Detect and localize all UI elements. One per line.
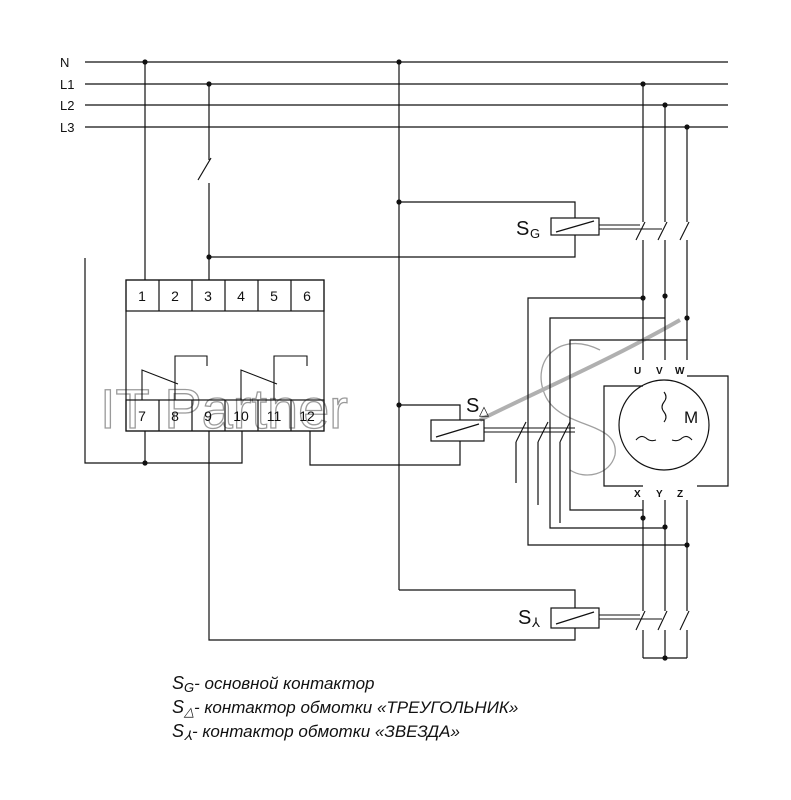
winding-3 xyxy=(671,435,693,442)
label-l1: L1 xyxy=(60,77,74,92)
relay-contact-2-nc xyxy=(273,355,308,400)
legend-subscript: ⅄ xyxy=(184,728,192,743)
terminal-v: V xyxy=(656,366,663,377)
label-n: N xyxy=(60,55,69,70)
terminal-5: 5 xyxy=(270,288,278,304)
terminal-10: 10 xyxy=(233,408,249,424)
label-delta: S xyxy=(466,395,479,417)
terminal-8: 8 xyxy=(171,408,179,424)
label-sg-sub: G xyxy=(530,226,540,241)
terminal-w: W xyxy=(675,366,685,377)
legend-text: - контактор обмотки «ЗВЕЗДА» xyxy=(191,722,460,741)
motor-circle xyxy=(618,379,710,471)
terminal-9: 9 xyxy=(204,408,212,424)
contactor-sg: S G xyxy=(516,217,690,241)
label-l2: L2 xyxy=(60,98,74,113)
legend-text: - основной контактор xyxy=(194,674,375,693)
relay-module: 1 2 3 4 5 6 7 8 9 10 11 12 xyxy=(125,279,325,432)
legend-subscript: △ xyxy=(184,704,195,719)
terminal-u: U xyxy=(634,366,641,377)
control-wiring xyxy=(84,62,576,641)
watermark-swoosh xyxy=(540,343,616,476)
terminal-4: 4 xyxy=(237,288,245,304)
label-sg: S xyxy=(516,218,529,240)
relay-contact-2 xyxy=(240,369,278,400)
watermark: IT Partner xyxy=(99,318,681,476)
contactor-star: S ⅄ xyxy=(518,607,690,631)
supply-lines: N L1 L2 L3 xyxy=(60,55,728,135)
junction-dots xyxy=(142,59,690,661)
label-star: S xyxy=(518,607,531,629)
legend-symbol: S xyxy=(172,721,185,741)
winding-2 xyxy=(635,435,657,442)
legend-item-star: S⅄- контактор обмотки «ЗВЕЗДА» xyxy=(172,721,460,743)
terminal-7: 7 xyxy=(138,408,146,424)
label-delta-sub: △ xyxy=(479,403,489,418)
legend-symbol: S xyxy=(172,697,185,717)
terminal-1: 1 xyxy=(138,288,146,304)
winding-1 xyxy=(661,391,667,423)
terminal-3: 3 xyxy=(204,288,212,304)
coil-sg xyxy=(550,217,600,236)
watermark-text: IT Partner xyxy=(100,377,348,440)
terminal-x: X xyxy=(634,489,641,500)
label-l3: L3 xyxy=(60,120,74,135)
relay-contact-1-nc xyxy=(174,355,208,400)
legend-text: - контактор обмотки «ТРЕУГОЛЬНИК» xyxy=(194,698,519,717)
label-star-sub: ⅄ xyxy=(531,615,540,630)
control-switch xyxy=(197,157,212,181)
motor-label: M xyxy=(684,408,698,427)
terminal-y: Y xyxy=(656,489,663,500)
terminal-z: Z xyxy=(677,489,683,500)
watermark-swoosh-stroke xyxy=(479,318,681,422)
power-wiring xyxy=(515,84,729,659)
terminal-11: 11 xyxy=(267,408,282,424)
terminal-12: 12 xyxy=(299,408,315,424)
legend-item-delta: S△- контактор обмотки «ТРЕУГОЛЬНИК» xyxy=(172,697,519,719)
coil-star xyxy=(550,607,600,629)
motor: M U V W X Y Z xyxy=(618,366,710,500)
legend-item-main: SG- основной контактор xyxy=(172,673,375,695)
terminal-6: 6 xyxy=(303,288,311,304)
contactor-delta: S △ xyxy=(430,395,575,443)
legend-subscript: G xyxy=(184,680,195,695)
relay-contact-1 xyxy=(141,369,179,400)
legend-symbol: S xyxy=(172,673,185,693)
terminal-2: 2 xyxy=(171,288,179,304)
coil-delta xyxy=(430,419,485,442)
